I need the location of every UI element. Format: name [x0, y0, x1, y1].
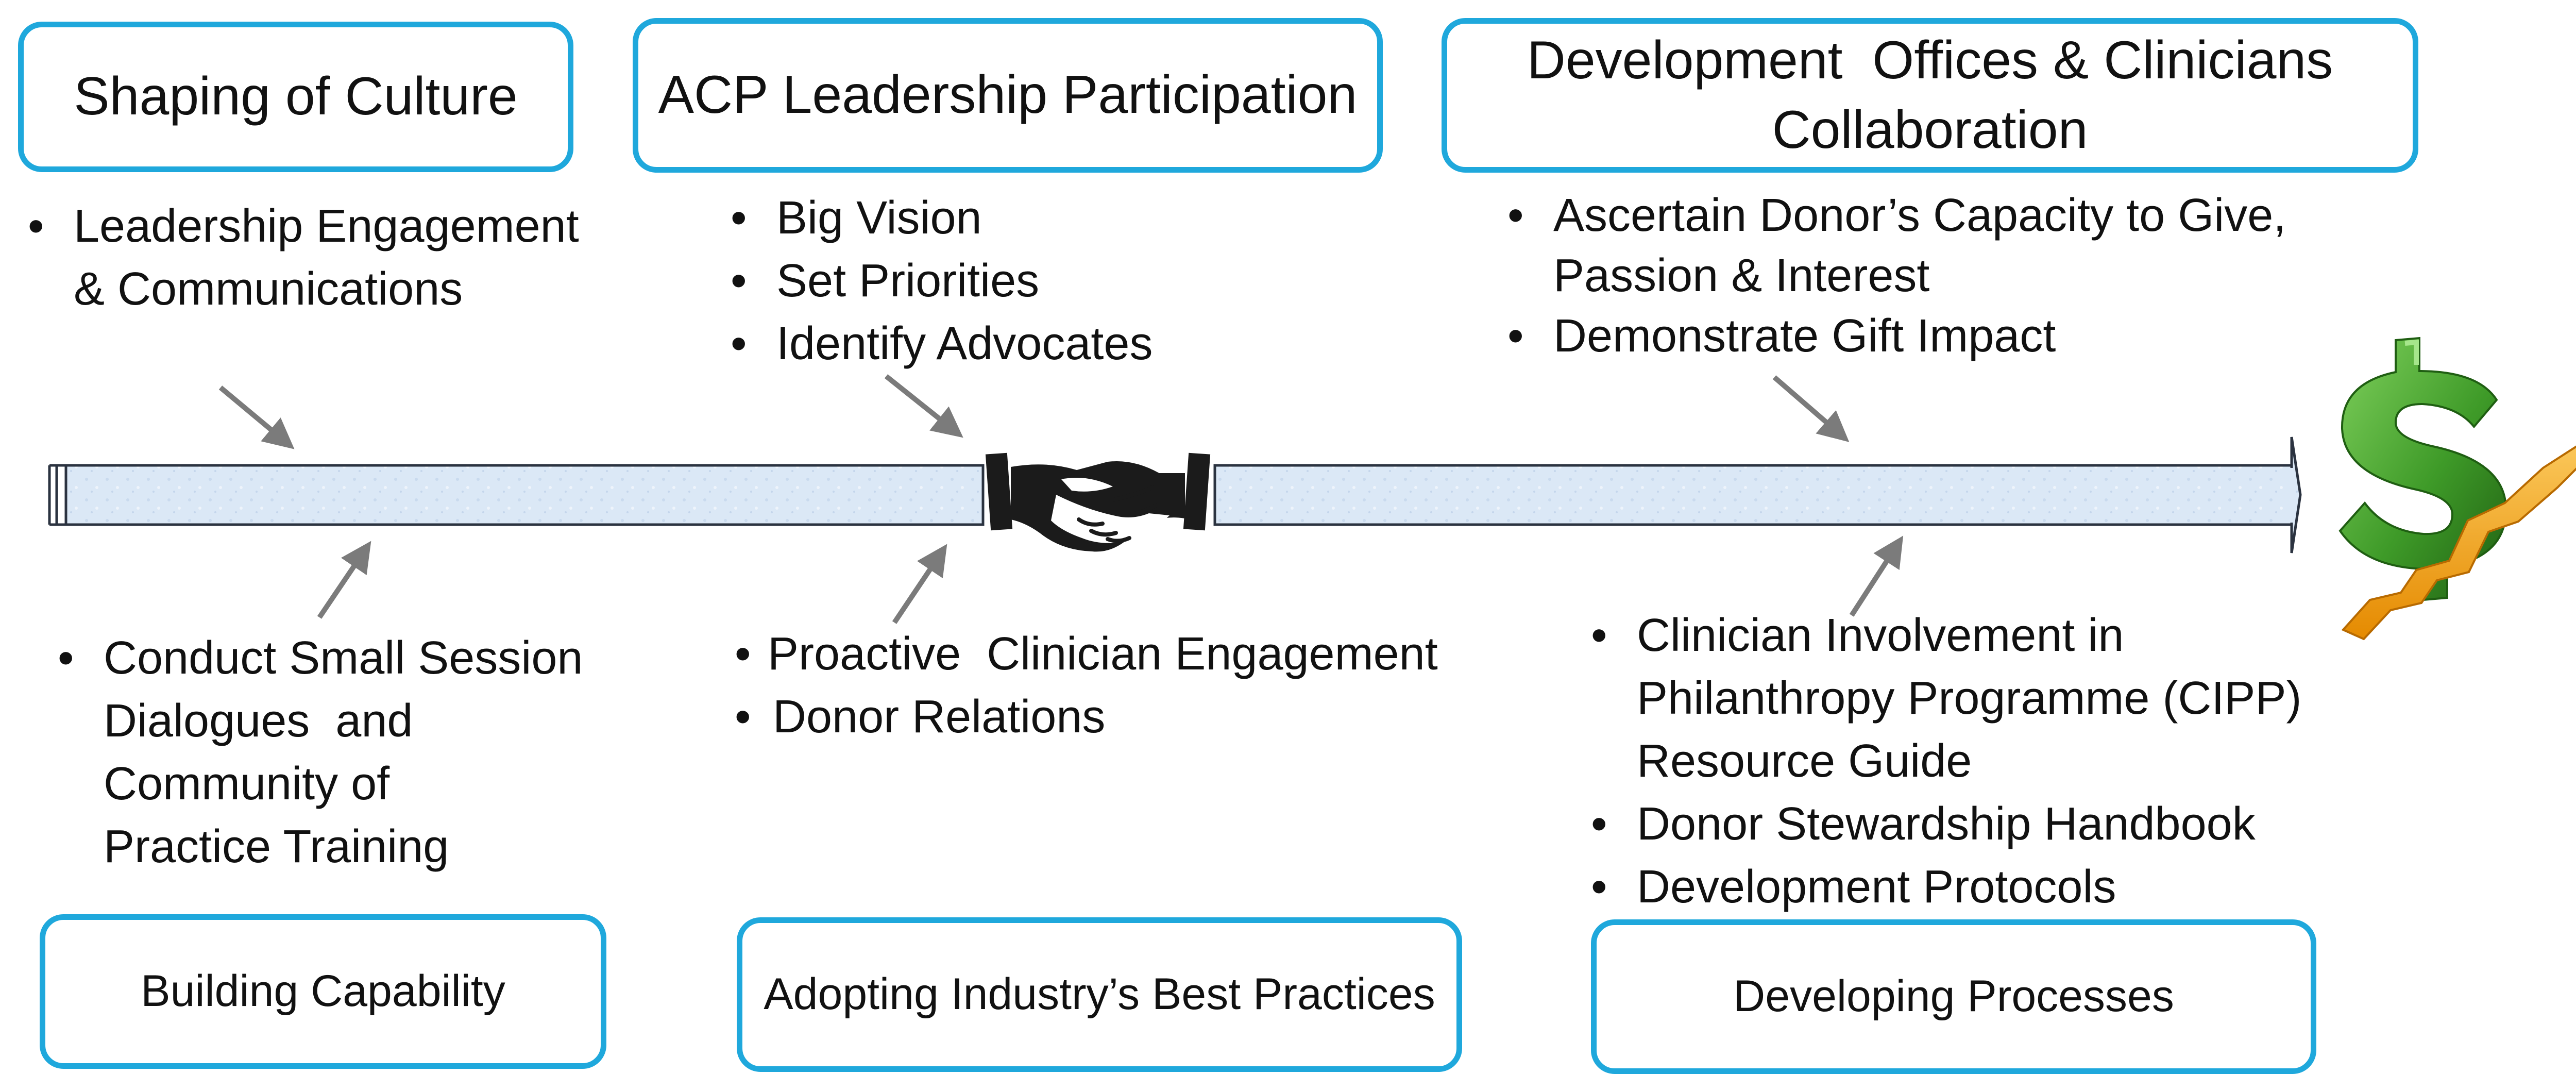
bullet-item: Leadership Engagement & Communications: [25, 195, 579, 321]
development-title-line2: Collaboration: [1772, 100, 2088, 160]
timeline-arrow-visible: [1215, 437, 2302, 465]
bullet-item: Development Protocols: [1588, 855, 2301, 918]
bullet-line: Development Protocols: [1637, 861, 2116, 913]
dollar-growth-icon: [2338, 337, 2576, 641]
pointer-arrow-leadership: [884, 374, 963, 438]
bullet-line: Identify Advocates: [776, 318, 1153, 370]
timeline-right: [1215, 437, 2300, 465]
best-practices-title: Adopting Industry’s Best Practices: [764, 969, 1435, 1019]
bullet-line: Proactive Clinician Engagement: [768, 628, 1438, 680]
acp-leadership-title: ACP Leadership Participation: [658, 65, 1358, 125]
bullet-item: Proactive Clinician Engagement: [732, 623, 1438, 685]
bullet-line: Donor Stewardship Handbook: [1637, 798, 2256, 850]
bullet-line: Set Priorities: [776, 255, 1040, 307]
building-capability-box: Building Capability: [40, 914, 606, 1069]
development-collaboration-box: Development Offices & Clinicians Collabo…: [1442, 18, 2418, 173]
bullet-line: Resource Guide: [1637, 735, 1972, 787]
bullet-item: Donor Stewardship Handbook: [1588, 793, 2301, 855]
bullet-item: Set Priorities: [727, 249, 1153, 312]
bullet-line: Leadership Engagement: [74, 200, 579, 252]
handshake-icon: [985, 452, 1211, 552]
arrow-right-body: [1213, 464, 2293, 526]
pointer-arrow-development: [1772, 375, 1850, 442]
processes-bullets: Clinician Involvement in Philanthropy Pr…: [1588, 604, 2301, 918]
timeline-tail: [48, 464, 66, 526]
timeline-shaft: [64, 464, 985, 526]
developing-processes-box: Developing Processes: [1591, 919, 2316, 1074]
bullet-item: Big Vision: [727, 187, 1153, 249]
timeline-arrow-right: [1215, 437, 2302, 465]
bullet-line: Demonstrate Gift Impact: [1553, 310, 2056, 362]
bullet-line: Practice Training: [104, 821, 449, 872]
bullet-line: Clinician Involvement in: [1637, 610, 2124, 661]
pointer-arrow-culture: [218, 385, 295, 449]
bullet-item: Clinician Involvement in Philanthropy Pr…: [1588, 604, 2301, 793]
bullet-line: Big Vision: [776, 192, 982, 244]
bullet-line: Donor Relations: [773, 691, 1106, 743]
bullet-line: Community of: [104, 758, 390, 810]
bullet-item: Conduct Small Session Dialogues and Comm…: [55, 627, 583, 878]
pointer-arrow-processes: [1849, 535, 1904, 617]
bullet-line: Passion & Interest: [1553, 250, 1930, 301]
developing-processes-title: Developing Processes: [1733, 971, 2174, 1021]
acp-leadership-box: ACP Leadership Participation: [633, 18, 1383, 173]
bullet-item: Ascertain Donor’s Capacity to Give, Pass…: [1504, 186, 2286, 306]
timeline-body-right: [1215, 437, 2302, 465]
timeline-arrow-right-shape: [1215, 437, 2300, 465]
capability-bullets: Conduct Small Session Dialogues and Comm…: [55, 627, 583, 878]
development-title-line1: Development Offices & Clinicians: [1527, 30, 2333, 90]
bullet-line: Dialogues and: [104, 695, 413, 747]
shaping-of-culture-box: Shaping of Culture: [18, 22, 573, 172]
pointer-arrow-best-practices: [892, 544, 947, 624]
arrow-right-fill: [1215, 437, 2302, 465]
bullet-line: Ascertain Donor’s Capacity to Give,: [1553, 190, 2286, 241]
arrowhead-seam-cover: [2287, 468, 2294, 523]
bullet-line: Conduct Small Session: [104, 632, 583, 684]
pointer-arrow-capability: [317, 541, 371, 619]
development-bullets: Ascertain Donor’s Capacity to Give, Pass…: [1504, 186, 2286, 366]
bullet-item: Identify Advocates: [727, 312, 1153, 375]
best-practices-box: Adopting Industry’s Best Practices: [737, 917, 1462, 1072]
leadership-bullets: Big Vision Set Priorities Identify Advoc…: [727, 187, 1153, 375]
culture-bullets: Leadership Engagement & Communications: [25, 195, 579, 321]
bullet-line: & Communications: [74, 263, 463, 315]
bullet-line: Philanthropy Programme (CIPP): [1637, 673, 2302, 724]
bullet-item: Donor Relations: [732, 685, 1438, 748]
arrow-head: [2292, 437, 2302, 438]
bullet-item: Demonstrate Gift Impact: [1504, 306, 2286, 366]
shaping-of-culture-title: Shaping of Culture: [74, 66, 518, 127]
building-capability-title: Building Capability: [141, 966, 505, 1016]
best-practices-bullets: Proactive Clinician Engagement Donor Rel…: [732, 623, 1438, 748]
